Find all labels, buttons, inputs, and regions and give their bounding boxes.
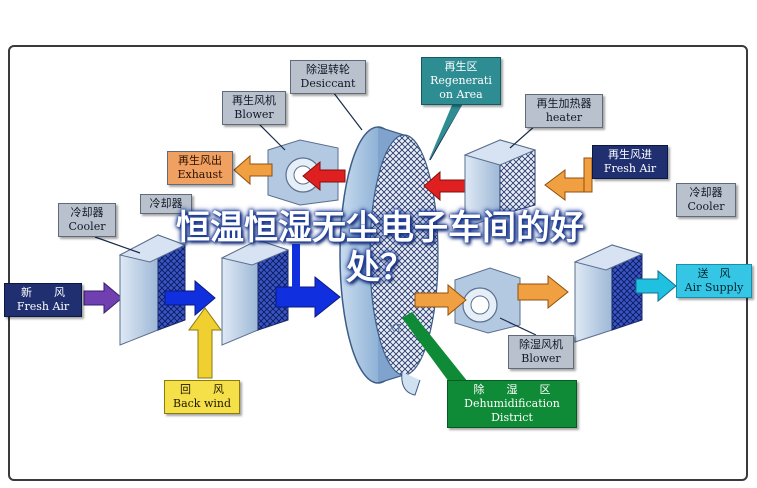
cooler-right-label: 冷却器 Cooler: [676, 183, 736, 217]
desiccant-label-zh: 除湿转轮: [306, 63, 350, 76]
regen-inlet-label-en: Fresh Air: [603, 162, 657, 175]
desiccant-label: 除湿转轮 Desiccant: [290, 60, 366, 94]
cooler-unit-left: [118, 234, 187, 346]
cooler-second-label-zh: 冷却器: [149, 197, 183, 210]
cooler-unit-right: [573, 244, 644, 343]
air-supply-label-zh: 送 风: [697, 267, 731, 280]
fresh-air-arrow: [83, 281, 123, 315]
fresh-air-label-zh: 新 风: [21, 286, 65, 299]
process-air-arrow-2: [275, 244, 341, 319]
dehum-blower-label-en: Blower: [521, 352, 561, 365]
back-wind-label-zh: 回 风: [180, 383, 224, 396]
dehum-district-label-zh: 除 湿 区: [473, 383, 551, 396]
air-supply-arrow: [635, 269, 677, 303]
regen-exhaust-label-zh: 再生风出: [178, 154, 222, 167]
air-supply-label: 送 风 Air Supply: [676, 264, 752, 298]
regen-blower-label: 再生风机 Blower: [222, 91, 286, 125]
headline-line-1: 恒温恒湿无尘电子车间的好: [176, 208, 584, 248]
regen-air-arrow-left: [302, 160, 346, 192]
desiccant-label-en: Desiccant: [300, 77, 356, 90]
regen-area-label-zh: 再生区: [444, 60, 478, 73]
fresh-air-label: 新 风 Fresh Air: [4, 283, 82, 317]
exhaust-arrow: [233, 154, 273, 186]
regen-inlet-label: 再生风进 Fresh Air: [592, 145, 668, 179]
cooler-second-label: 冷却器: [140, 194, 192, 214]
cooler-right-label-zh: 冷却器: [689, 186, 723, 199]
diagram-frame: [8, 45, 748, 481]
headline: 恒温恒湿无尘电子车间的好 处？: [60, 208, 700, 288]
regen-exhaust-label: 再生风出 Exhaust: [167, 151, 233, 185]
back-wind-arrow: [188, 307, 222, 379]
regen-inlet-label-zh: 再生风进: [608, 148, 652, 161]
regen-blower-label-zh: 再生风机: [232, 94, 276, 107]
fresh-air-label-en: Fresh Air: [16, 300, 70, 313]
back-wind-label: 回 风 Back wind: [164, 380, 240, 414]
back-wind-label-en: Back wind: [172, 397, 232, 410]
regen-heater-unit: [463, 139, 537, 229]
dehum-blower-label: 除湿风机 Blower: [508, 335, 574, 369]
regen-blower-label-en: Blower: [234, 108, 274, 121]
regen-heater-label: 再生加热器 heater: [525, 94, 603, 128]
regen-heater-label-zh: 再生加热器: [536, 97, 592, 110]
dry-air-arrow-1: [414, 283, 467, 317]
wheel-watermark: XT: [388, 322, 402, 335]
dry-air-arrow-2: [517, 274, 569, 310]
dehum-district-label-en1: Dehumidification: [464, 397, 560, 410]
regen-air-arrow-right: [423, 170, 466, 202]
dehum-district-pointer: [402, 312, 468, 386]
cooler-right-label-en: Cooler: [687, 200, 725, 213]
regen-area-label: 再生区 Regenerati on Area: [421, 57, 501, 105]
regen-area-label-en1: Regenerati: [430, 74, 492, 87]
process-air-arrow-1: [164, 279, 216, 317]
dehum-blower-label-zh: 除湿风机: [519, 338, 563, 351]
cooler-left-label-en: Cooler: [68, 220, 106, 233]
headline-line-2: 处？: [346, 248, 414, 288]
dehum-blower-unit: [454, 267, 521, 334]
cooler-left-label: 冷却器 Cooler: [58, 203, 116, 237]
regen-exhaust-label-en: Exhaust: [177, 168, 223, 181]
regen-inlet-arrow: [544, 157, 593, 201]
regen-heater-label-en: heater: [545, 111, 583, 124]
regen-area-pointer: [428, 105, 462, 162]
dehum-district-label-en2: District: [491, 411, 533, 424]
cooler-left-label-zh: 冷却器: [70, 206, 104, 219]
dehum-district-label: 除 湿 区 Dehumidification District: [447, 380, 577, 428]
air-supply-label-en: Air Supply: [684, 281, 744, 294]
regen-area-label-en2: on Area: [439, 88, 483, 101]
